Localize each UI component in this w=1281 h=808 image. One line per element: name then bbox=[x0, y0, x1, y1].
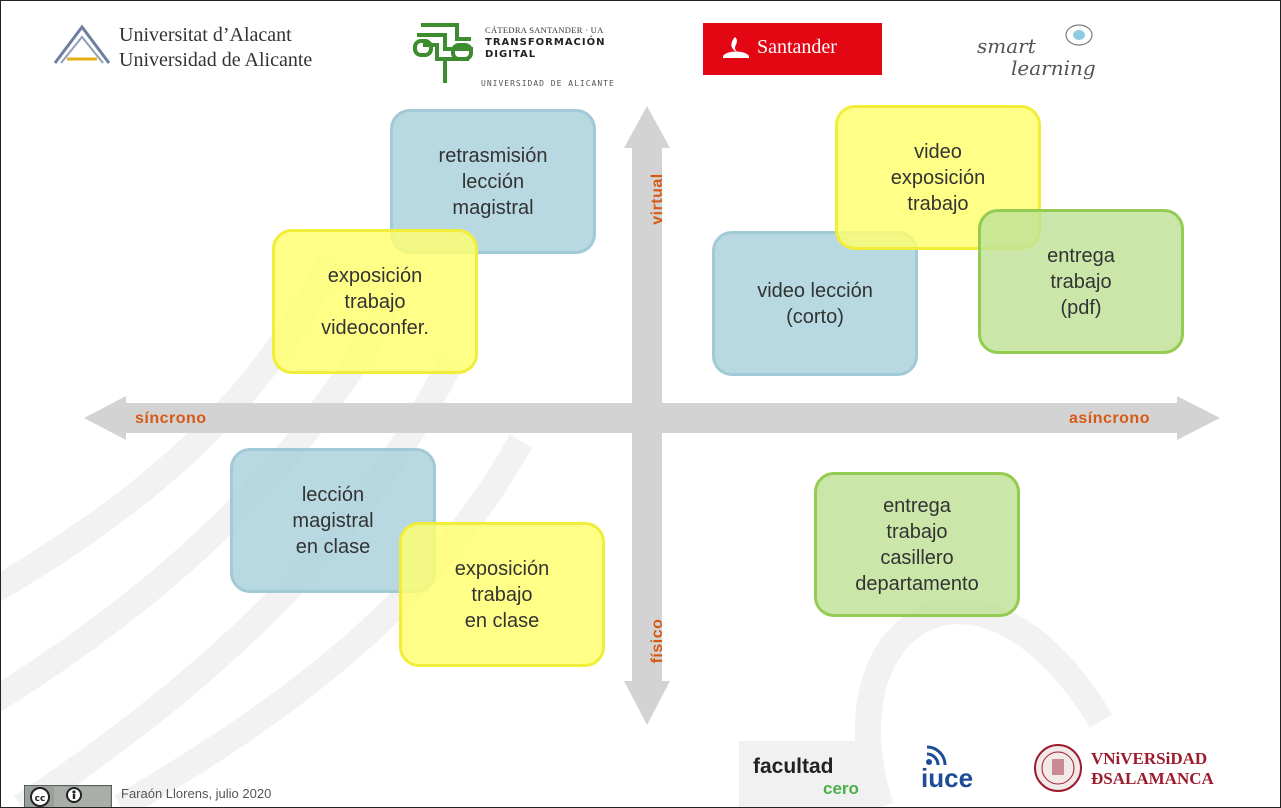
iuce-text: iuce bbox=[921, 763, 974, 793]
vertical-axis-arrow bbox=[624, 106, 670, 725]
box-video-leccion: video lección (corto) bbox=[712, 231, 918, 376]
author-credit: Faraón Llorens, julio 2020 bbox=[121, 786, 272, 801]
cc-license-badge: cc bbox=[24, 785, 112, 807]
box-entrega-casillero-label: entrega trabajo casillero departamento bbox=[855, 494, 979, 595]
box-entrega-pdf-label: entrega trabajo (pdf) bbox=[1047, 244, 1115, 319]
box-exposicion-clase-label: exposición trabajo en clase bbox=[454, 557, 550, 632]
smart-learning-logo: smart learning bbox=[967, 23, 1127, 83]
ua-name-valencian: Universitat d’Alacant bbox=[119, 24, 292, 46]
axis-label-fisico: físico bbox=[649, 618, 666, 664]
ua-name-spanish: Universidad de Alicante bbox=[119, 49, 313, 71]
catedra-title-line1: TRANSFORMACIÓN bbox=[485, 37, 606, 48]
flame-icon bbox=[723, 37, 749, 58]
ua-logo: Universitat d’Alacant Universidad de Ali… bbox=[53, 19, 353, 74]
iuce-logo: iuce bbox=[913, 743, 991, 801]
catedra-logo: CÁTEDRA SANTANDER · UA TRANSFORMACIÓN DI… bbox=[413, 21, 633, 96]
axis-label-virtual: virtual bbox=[649, 173, 666, 225]
santander-wordmark: Santander bbox=[757, 36, 837, 58]
catedra-tree-icon bbox=[413, 23, 473, 83]
ua-mountain-icon bbox=[53, 24, 111, 64]
wifi-signal-icon bbox=[926, 745, 947, 765]
smart-learning-graphic: smart learning bbox=[977, 24, 1096, 80]
usal-logo: VNiVERSiDAD ÐSALAMANCA bbox=[1031, 743, 1231, 795]
usal-seal-icon bbox=[1034, 744, 1082, 792]
catedra-small-title: CÁTEDRA SANTANDER · UA bbox=[485, 25, 604, 35]
box-exposicion-videoconferencia: exposición trabajo videoconfer. bbox=[272, 229, 478, 374]
box-video-leccion-label: video lección (corto) bbox=[757, 279, 873, 328]
cero-text: cero bbox=[823, 779, 859, 798]
smart-text: smart bbox=[977, 34, 1037, 58]
box-leccion-clase-label: lección magistral en clase bbox=[292, 483, 374, 558]
box-video-exposicion-label: video exposición trabajo bbox=[890, 140, 986, 215]
catedra-footer: UNIVERSIDAD DE ALICANTE bbox=[481, 79, 615, 88]
box-exposicion-videoconferencia-label: exposición trabajo videoconfer. bbox=[321, 264, 429, 339]
facultad-text: facultad bbox=[753, 755, 834, 778]
axis-label-asincrono: asíncrono bbox=[1069, 410, 1150, 427]
axis-label-sincrono: síncrono bbox=[135, 410, 207, 427]
facultad-cero-logo: facultad cero bbox=[739, 741, 879, 807]
catedra-title-line2: DIGITAL bbox=[485, 49, 537, 60]
box-exposicion-clase: exposición trabajo en clase bbox=[399, 522, 605, 667]
box-leccion-clase: lección magistral en clase bbox=[230, 448, 436, 593]
box-entrega-pdf: entrega trabajo (pdf) bbox=[978, 209, 1184, 354]
svg-text:cc: cc bbox=[35, 794, 46, 804]
learning-text: learning bbox=[1011, 56, 1096, 80]
santander-logo: Santander bbox=[703, 23, 882, 75]
usal-name-line1: VNiVERSiDAD bbox=[1091, 749, 1208, 768]
box-retrasmision-leccion-label: retrasmisión lección magistral bbox=[438, 144, 548, 219]
box-entrega-casillero: entrega trabajo casillero departamento bbox=[814, 472, 1020, 617]
usal-name-line2: ÐSALAMANCA bbox=[1091, 769, 1214, 788]
